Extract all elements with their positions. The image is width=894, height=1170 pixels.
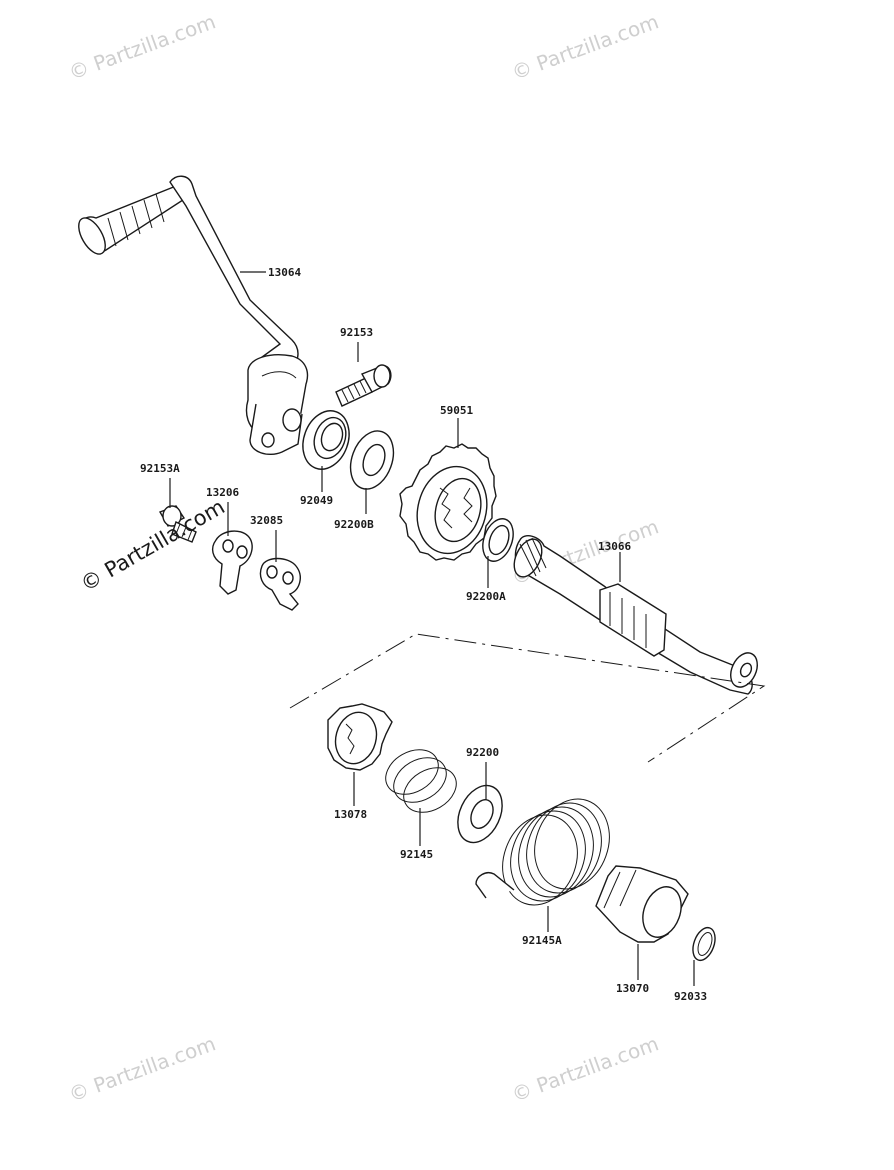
plate-32085-drawing xyxy=(259,557,301,611)
bolt-92153A-drawing xyxy=(158,505,197,543)
washer-92200-drawing xyxy=(457,784,503,844)
part-label-32085[interactable]: 32085 xyxy=(250,514,283,527)
gear-13078-drawing xyxy=(327,703,393,771)
part-label-13070[interactable]: 13070 xyxy=(616,982,649,995)
kick-pedal-drawing xyxy=(78,175,309,456)
spring-92145-drawing xyxy=(385,749,457,813)
bolt-92153-drawing xyxy=(335,364,392,407)
circlip-92033-drawing xyxy=(692,926,716,962)
part-label-92200A[interactable]: 92200A xyxy=(466,590,506,603)
oil-seal-92049-drawing xyxy=(302,410,350,470)
plate-13206-drawing xyxy=(211,530,253,595)
watermark-top-left: © Partzilla.com xyxy=(66,9,219,84)
part-label-92049[interactable]: 92049 xyxy=(300,494,333,507)
part-label-92200[interactable]: 92200 xyxy=(466,746,499,759)
watermark-bottom-right: © Partzilla.com xyxy=(509,1031,662,1106)
gear-59051-drawing xyxy=(399,443,497,561)
part-label-13078[interactable]: 13078 xyxy=(334,808,367,821)
part-label-13064[interactable]: 13064 xyxy=(268,266,301,279)
part-label-59051[interactable]: 59051 xyxy=(440,404,473,417)
part-label-92033[interactable]: 92033 xyxy=(674,990,707,1003)
spring-92145A-drawing xyxy=(475,798,610,906)
leader-lines xyxy=(169,271,695,986)
part-label-13066[interactable]: 13066 xyxy=(598,540,631,553)
watermark-top-right: © Partzilla.com xyxy=(509,9,662,84)
part-label-92153A[interactable]: 92153A xyxy=(140,462,180,475)
copyright-overlay-mark: © Partzilla.com xyxy=(77,495,229,597)
guide-13070-drawing xyxy=(595,865,689,943)
part-label-13206[interactable]: 13206 xyxy=(206,486,239,499)
part-label-92145A[interactable]: 92145A xyxy=(522,934,562,947)
part-labels: 13064 92153 59051 92049 92200B 92153A 13… xyxy=(140,266,707,1003)
washer-92200A-drawing xyxy=(482,518,514,562)
watermarks: © Partzilla.com © Partzilla.com © Partzi… xyxy=(66,9,662,1106)
part-label-92145[interactable]: 92145 xyxy=(400,848,433,861)
assembly-outline xyxy=(289,633,766,763)
part-label-92200B[interactable]: 92200B xyxy=(334,518,374,531)
washer-92200B-drawing xyxy=(349,430,395,490)
watermark-bottom-left: © Partzilla.com xyxy=(66,1031,219,1106)
shaft-13066-drawing xyxy=(513,535,758,695)
part-label-92153[interactable]: 92153 xyxy=(340,326,373,339)
